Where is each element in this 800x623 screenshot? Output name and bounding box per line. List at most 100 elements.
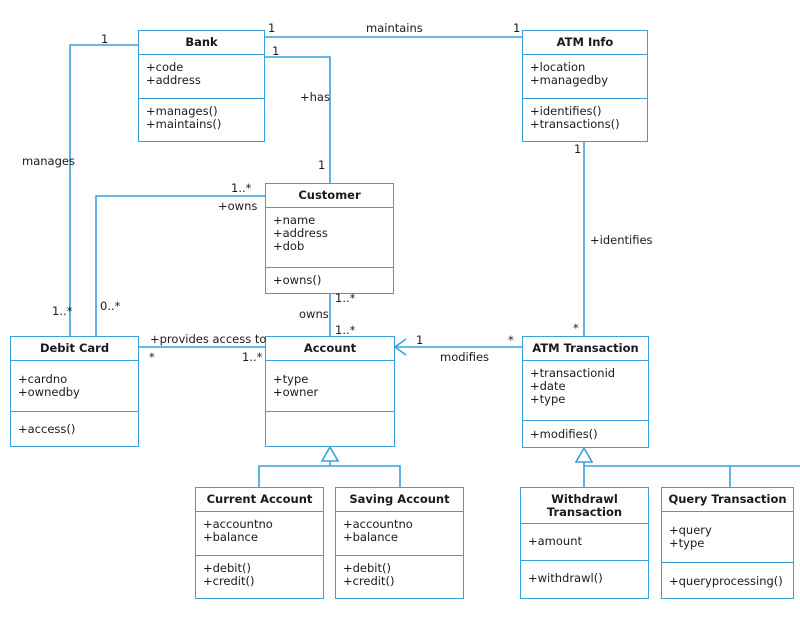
attributes-section: +accountno +balance [196,512,323,555]
class-name: Query Transaction [662,488,793,512]
attribute: +cardno [18,372,68,386]
operation: +debit() [343,561,391,575]
account-generalization-branches [258,465,401,488]
owns-card-line [95,195,266,337]
attribute: +type [530,392,566,406]
attribute: +transactionid [530,366,616,380]
multiplicity-label: 1 [318,158,326,172]
class-name: Debit Card [11,337,138,361]
attributes-section: +type +owner [266,361,394,411]
class-atm-transaction[interactable]: ATM Transaction +transactionid +date +ty… [522,336,649,448]
operation: +credit() [343,574,395,588]
attribute: +accountno [203,517,273,531]
association-label-manages: manages [22,154,75,168]
multiplicity-label: 1..* [52,304,73,318]
operations-section: +manages() +maintains() [139,98,264,131]
operations-section: +queryprocessing() [662,562,793,588]
class-query-transaction[interactable]: Query Transaction +query +type +querypro… [661,487,794,599]
association-label-provides-access: +provides access to [150,332,267,346]
attribute: +address [146,73,201,87]
multiplicity-label: 0..* [100,299,121,313]
class-name: Account [266,337,394,361]
attribute: +accountno [343,517,413,531]
operation: +credit() [203,574,255,588]
association-label-identifies: +identifies [590,233,653,247]
attribute: +address [273,226,328,240]
attributes-section: +name +address +dob [266,208,393,267]
account-generalization-arrow [320,445,340,462]
class-name: Bank [139,31,264,55]
operation: +transactions() [530,117,620,131]
multiplicity-label: 1 [574,142,582,156]
multiplicity-label: * [508,333,514,347]
class-name: Current Account [196,488,323,512]
attribute: +query [669,523,712,537]
class-customer[interactable]: Customer +name +address +dob +owns() [265,183,394,294]
attributes-section: +accountno +balance [336,512,463,555]
association-label-modifies: modifies [440,350,490,364]
association-label-owns-card: +owns [218,199,258,213]
attribute: +amount [528,534,583,548]
operations-section: +debit() +credit() [336,555,463,588]
operations-section: +access() [11,411,138,436]
class-name: ATM Transaction [523,337,648,361]
multiplicity-label: 1 [272,44,280,58]
association-label-owns: owns [299,307,329,321]
manages-line [69,44,138,337]
multiplicity-label: 1 [268,21,276,35]
multiplicity-label: 1..* [231,181,252,195]
class-current-account[interactable]: Current Account +accountno +balance +deb… [195,487,324,599]
operation: +maintains() [146,117,222,131]
class-account[interactable]: Account +type +owner [265,336,395,447]
multiplicity-label: 1..* [242,350,263,364]
multiplicity-label: 1 [513,21,521,35]
attribute: +type [273,372,309,386]
multiplicity-label: 1..* [335,323,356,337]
attribute: +dob [273,239,305,253]
attribute: +location [530,60,586,74]
operation: +access() [18,422,76,436]
attributes-section: +location +managedby [523,55,647,98]
attribute: +ownedby [18,385,80,399]
association-label-has: +has [300,90,330,104]
operation: +owns() [273,273,322,287]
class-withdrawl-transaction[interactable]: Withdrawl Transaction +amount +withdrawl… [520,487,649,599]
operations-section: +modifies() [523,420,648,441]
operation: +queryprocessing() [669,574,783,588]
attribute: +owner [273,385,319,399]
attributes-section: +amount [521,524,648,560]
multiplicity-label: * [573,321,579,335]
multiplicity-label: 1 [101,32,109,46]
attribute: +balance [343,530,398,544]
multiplicity-label: * [149,350,155,364]
attribute: +balance [203,530,258,544]
class-saving-account[interactable]: Saving Account +accountno +balance +debi… [335,487,464,599]
class-name: Withdrawl Transaction [521,488,648,524]
multiplicity-label: 1 [416,333,424,347]
class-atm-info[interactable]: ATM Info +location +managedby +identifie… [522,30,648,142]
operation: +modifies() [530,427,598,441]
class-name: Saving Account [336,488,463,512]
transaction-generalization-arrow [574,446,594,463]
attributes-section: +code +address [139,55,264,98]
class-name: Customer [266,184,393,208]
operations-section [266,411,394,418]
operation: +identifies() [530,104,602,118]
attribute: +name [273,213,316,227]
attribute: +managedby [530,73,609,87]
has-line [264,56,331,184]
class-bank[interactable]: Bank +code +address +manages() +maintain… [138,30,265,142]
attributes-section: +cardno +ownedby [11,361,138,411]
operation: +manages() [146,104,218,118]
modifies-arrowhead [393,338,407,356]
operations-section: +debit() +credit() [196,555,323,588]
operation: +debit() [203,561,251,575]
operations-section: +owns() [266,267,393,287]
attributes-section: +query +type [662,512,793,562]
class-debit-card[interactable]: Debit Card +cardno +ownedby +access() [10,336,139,447]
operations-section: +identifies() +transactions() [523,98,647,131]
attribute: +code [146,60,184,74]
operations-section: +withdrawl() [521,560,648,585]
multiplicity-label: 1..* [335,291,356,305]
